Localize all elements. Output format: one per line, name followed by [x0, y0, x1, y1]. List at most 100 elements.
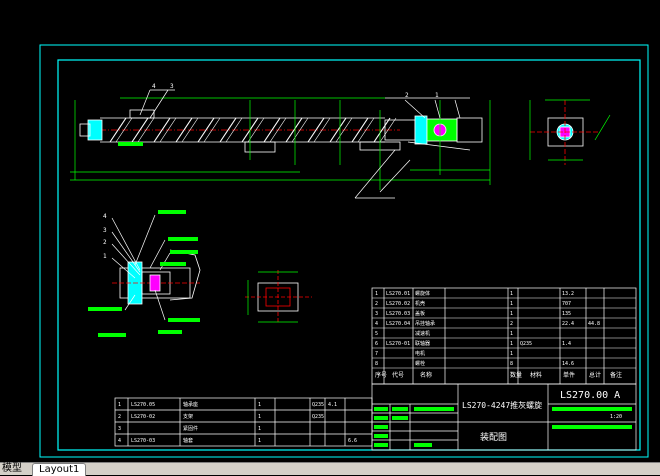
dimension-lines: [70, 97, 491, 190]
bom-cell: 联轴器: [415, 340, 430, 347]
title-block: [371, 383, 637, 451]
bom-cell: 13.2: [562, 291, 574, 297]
svg-text:4: 4: [103, 213, 107, 220]
svg-text:2: 2: [103, 239, 107, 246]
title-kind: 装配图: [480, 431, 507, 443]
bottom-cell: 6.6: [348, 438, 357, 444]
detail-leaders: [111, 214, 171, 321]
tab-layout1[interactable]: Layout1: [32, 463, 87, 476]
bom-cell: 盖板: [415, 310, 425, 317]
drawing-canvas[interactable]: 4 3 2 1: [0, 0, 660, 462]
flight-curve: [351, 117, 369, 143]
bottom-cell: 1: [118, 402, 121, 408]
bom-header-cell: 代号: [392, 371, 404, 379]
inner-frame: [57, 59, 641, 451]
bom-cell: 螺旋体: [415, 290, 430, 297]
flight-curve: [263, 117, 281, 143]
bom-cell: LS270.03: [386, 311, 410, 317]
bottom-cell: LS270.05: [131, 402, 155, 408]
flight-curve: [247, 117, 265, 143]
dimension-tags: [88, 142, 200, 337]
bom-cell: 14.6: [562, 361, 574, 367]
bottom-cell: 1: [258, 414, 261, 420]
screw-flights: [109, 117, 397, 143]
flight-curve: [219, 117, 237, 143]
flight-curve: [285, 117, 303, 143]
flight-curve: [153, 117, 171, 143]
svg-text:3: 3: [103, 227, 107, 234]
bom-cell: 电机: [415, 350, 425, 357]
bottom-parts-table: [114, 397, 373, 447]
leader-number-2: 2: [405, 92, 409, 99]
flight-curve: [291, 117, 309, 143]
bom-cell: 1: [510, 341, 513, 347]
bottom-cell: 紧固件: [183, 425, 198, 432]
flight-curve: [137, 117, 155, 143]
bom-cell: 1: [510, 291, 513, 297]
bom-cell: 吊挂轴承: [415, 320, 435, 327]
title-block-fields: [374, 407, 632, 447]
bom-header-cell: 序号: [375, 371, 387, 379]
leader-number-1: 1: [435, 92, 439, 99]
bom-cell: 1: [375, 291, 378, 297]
bom-cell: 7: [375, 351, 378, 357]
bottom-cell: 4.1: [328, 402, 337, 408]
flight-curve: [307, 117, 325, 143]
bottom-cell: 3: [118, 426, 121, 432]
bottom-cell: 1: [258, 426, 261, 432]
bottom-cell: Q235: [312, 402, 324, 408]
bom-cell: 44.8: [588, 321, 600, 327]
bom-cell: LS270-01: [386, 341, 410, 347]
bom-header-cell: 数量: [510, 371, 522, 379]
bottom-cell: 支架: [183, 413, 193, 420]
bom-cell: Q235: [520, 341, 532, 347]
bom-cell: LS270.01: [386, 291, 410, 297]
bom-cell: 1: [510, 311, 513, 317]
flight-curve: [131, 117, 149, 143]
flight-curve: [181, 117, 199, 143]
bom-rows: 1 LS270.01 螺旋体 1 13.2 2 LS270.02 机壳 1 707 3 LS270.0…: [372, 290, 636, 369]
bom-cell: 8: [510, 361, 513, 367]
flight-curve: [357, 117, 375, 143]
flight-curve: [335, 117, 353, 143]
bom-cell: 螺栓: [415, 360, 425, 367]
bom-table: [371, 287, 637, 385]
bottom-cell: 1: [258, 402, 261, 408]
bom-header-cell: 总计: [589, 371, 601, 379]
bom-cell: 1: [510, 301, 513, 307]
leader-number-4: 4: [152, 83, 156, 90]
bottom-cell: 2: [118, 414, 121, 420]
bom-header-cell: 材料: [530, 371, 542, 379]
flight-curve: [115, 117, 133, 143]
bom-cell: 3: [375, 311, 378, 317]
bom-cell: 机壳: [415, 300, 425, 307]
flight-curve: [197, 117, 215, 143]
flight-curve: [225, 117, 243, 143]
bom-header: 序号代号名称数量材料单件总计备注: [375, 371, 622, 379]
bottom-cell: 4: [118, 438, 121, 444]
cad-drawing: 4 3 2 1: [39, 44, 649, 458]
title-number: LS270.00 A: [560, 390, 620, 401]
bom-cell: 707: [562, 301, 571, 307]
bom-cell: 2: [375, 301, 378, 307]
scale-value: 1:20: [610, 414, 622, 420]
bom-header-cell: 备注: [610, 371, 622, 379]
flight-curve: [109, 117, 127, 143]
bom-cell: 1: [510, 331, 513, 337]
bom-cell: 减速机: [415, 330, 430, 337]
flight-curve: [159, 117, 177, 143]
bom-cell: 8: [375, 361, 378, 367]
tab-model[interactable]: 模型: [2, 463, 22, 474]
bom-cell: 4: [375, 321, 378, 327]
bom-cell: LS270.02: [386, 301, 410, 307]
bottom-cell: 1: [258, 438, 261, 444]
end-view: [530, 100, 600, 165]
bom-cell: 1: [510, 351, 513, 357]
bom-cell: 135: [562, 311, 571, 317]
bom-cell: 22.4: [562, 321, 574, 327]
bottom-cell: LS270-03: [131, 438, 155, 444]
flight-curve: [313, 117, 331, 143]
bom-cell: 6: [375, 341, 378, 347]
title-name: LS270-4247推灰螺旋: [462, 400, 542, 410]
